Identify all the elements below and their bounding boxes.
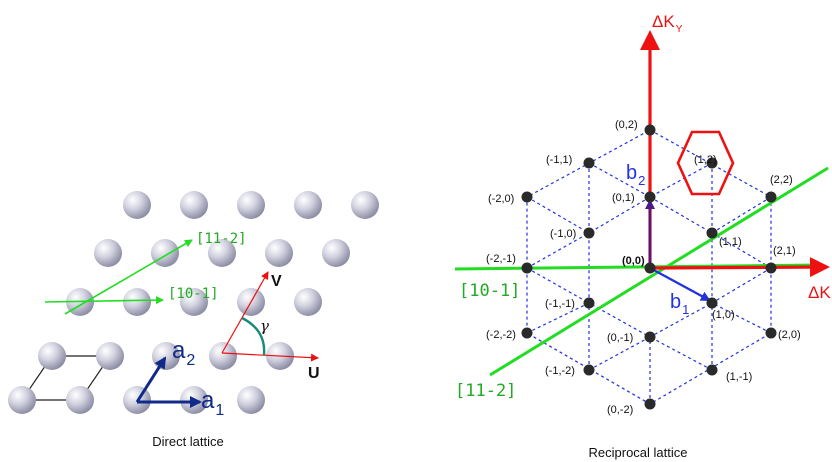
direct-lattice-panel: [11-2] [10-1] V U γ a1 a2 Direct lattice	[8, 191, 379, 449]
axis-ky-label: ΔKY	[652, 12, 683, 35]
axis-v-arrow	[221, 271, 269, 354]
reciprocal-point	[706, 227, 718, 239]
reciprocal-point	[644, 191, 656, 203]
atom	[123, 191, 151, 219]
reciprocal-point	[644, 398, 656, 410]
reciprocal-lattice-panel: [10-1] [11-2] ΔKY ΔKX b2 b1	[454, 12, 832, 460]
atom	[322, 239, 350, 267]
reciprocal-points	[521, 124, 777, 410]
vector-a2-label: a2	[172, 337, 195, 369]
axis-u-label: U	[308, 365, 320, 382]
reciprocal-point	[583, 364, 595, 376]
direction-11-2-line	[489, 166, 829, 377]
reciprocal-point	[765, 191, 777, 203]
atom	[294, 288, 322, 316]
vector-b1-arrow	[649, 266, 711, 302]
angle-gamma-label: γ	[260, 317, 269, 335]
point-label: (1,2)	[694, 154, 717, 166]
point-label: (2,1)	[773, 245, 796, 257]
reciprocal-point	[521, 191, 533, 203]
axis-kx-arrow	[649, 257, 830, 278]
atom	[8, 386, 36, 414]
point-label: (2,0)	[778, 329, 801, 341]
atom	[180, 288, 208, 316]
reciprocal-point	[583, 297, 595, 309]
reciprocal-point	[583, 157, 595, 169]
point-label: (2,2)	[770, 174, 793, 186]
direct-lattice-caption: Direct lattice	[152, 434, 224, 449]
point-label: (-1,0)	[550, 228, 576, 240]
reciprocal-point	[765, 327, 777, 339]
vector-b2-label: b2	[626, 162, 645, 188]
direction-11-2-label: [11-2]	[455, 381, 516, 401]
atom	[209, 342, 237, 370]
vector-b1-label: b1	[670, 291, 689, 317]
reciprocal-point	[644, 331, 656, 343]
point-label: (0,2)	[615, 119, 638, 131]
atoms	[8, 191, 379, 414]
axis-v-label: V	[271, 273, 282, 290]
reciprocal-point	[521, 262, 533, 274]
angle-gamma-arc	[241, 316, 266, 356]
unit-cell	[20, 355, 112, 401]
atom	[265, 239, 293, 267]
reciprocal-point	[521, 327, 533, 339]
atom	[151, 239, 179, 267]
network-link	[649, 336, 713, 371]
point-label: (-2,0)	[488, 193, 514, 205]
direction-11-2-label: [11-2]	[196, 231, 247, 247]
network-link	[711, 267, 772, 304]
brillouin-zone-hexagon	[676, 130, 735, 196]
point-label: (0,0)	[622, 255, 645, 267]
reciprocal-point	[706, 157, 718, 169]
atom	[208, 239, 236, 267]
atom	[180, 191, 208, 219]
reciprocal-point	[644, 124, 656, 136]
direction-10-1-arrow	[44, 296, 164, 305]
direction-10-1-label: [10-1]	[459, 281, 520, 301]
point-label: (1,-1)	[726, 371, 752, 383]
axis-u-arrow	[221, 352, 319, 362]
atom	[66, 386, 94, 414]
atom	[351, 191, 379, 219]
atom	[96, 342, 124, 370]
point-label: (1,0)	[712, 309, 735, 321]
point-label: (-2,-2)	[486, 329, 516, 341]
reciprocal-point	[706, 297, 718, 309]
point-label: (-2,-1)	[486, 253, 516, 265]
point-label: (0,-2)	[607, 404, 633, 416]
atom	[94, 239, 122, 267]
direction-10-1-line	[454, 263, 821, 271]
network-link	[711, 302, 772, 334]
point-label: (1,1)	[719, 236, 742, 248]
point-label: (-1,-1)	[545, 298, 575, 310]
point-label: (0,1)	[612, 192, 635, 204]
axis-kx-label: ΔKX	[808, 283, 832, 306]
direction-10-1-label: [10-1]	[168, 286, 219, 302]
reciprocal-point	[765, 262, 777, 274]
atom	[237, 386, 265, 414]
reciprocal-lattice-caption: Reciprocal lattice	[589, 445, 688, 460]
point-label: (-1,-2)	[545, 365, 575, 377]
vector-a1-label: a1	[201, 387, 224, 419]
reciprocal-point	[644, 262, 656, 274]
vector-a2-arrow	[135, 356, 167, 403]
network-link	[711, 196, 772, 234]
point-label: (0,-1)	[607, 332, 633, 344]
atom	[294, 191, 322, 219]
reciprocal-point	[583, 227, 595, 239]
point-label: (-1,1)	[546, 154, 572, 166]
atom	[237, 191, 265, 219]
reciprocal-point-labels: (0,0) (1,0) (0,1) (1,1) (-1,-1) (-1,0) (…	[486, 119, 801, 416]
atom	[123, 288, 151, 316]
reciprocal-point	[706, 364, 718, 376]
atom	[38, 342, 66, 370]
